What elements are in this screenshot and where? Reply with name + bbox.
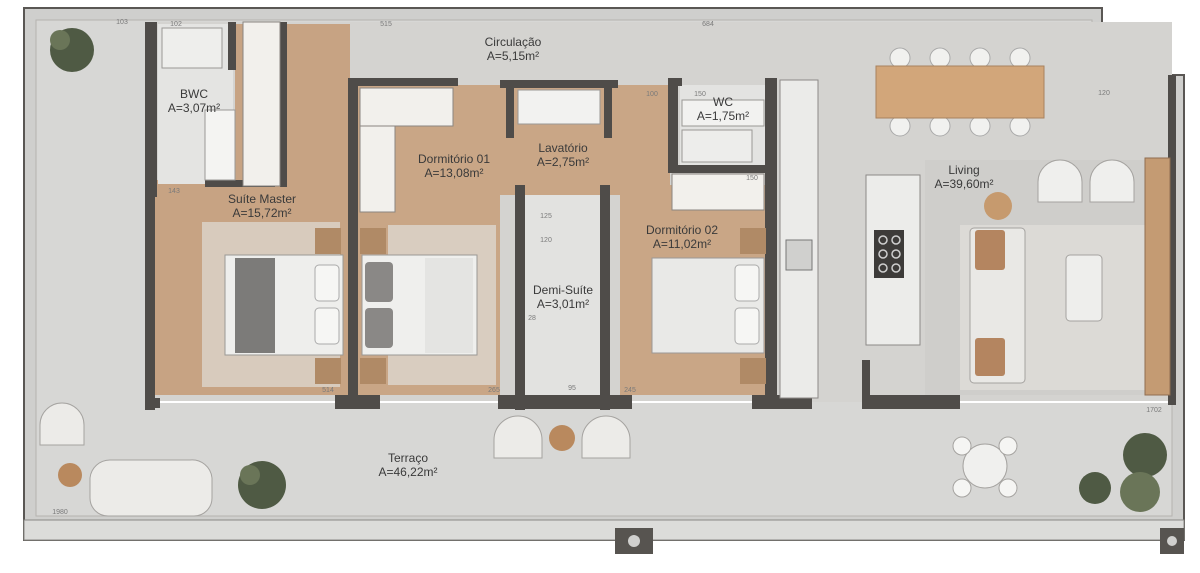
walls	[145, 22, 1176, 410]
room-area-dormitorio-01: A=13,08m²	[424, 166, 483, 180]
bed-dormitorio-01	[361, 254, 478, 356]
dimension-label: 684	[702, 21, 714, 28]
cooktop-burners	[878, 235, 901, 273]
room-labels: BWC A=3,07m² Suíte Master A=15,72m² Circ…	[168, 35, 994, 479]
bwc-shower	[161, 27, 223, 69]
closets	[242, 21, 765, 213]
room-area-demi-suite: A=3,01m²	[537, 297, 589, 311]
wc-shower-niche	[681, 129, 753, 163]
room-name-living: Living	[948, 163, 979, 177]
room-area-terraco: A=46,22m²	[378, 465, 437, 479]
dimension-label: 143	[168, 188, 180, 195]
dimension-label: 100	[646, 91, 658, 98]
dimension-label: 514	[322, 387, 334, 394]
room-area-wc: A=1,75m²	[697, 109, 749, 123]
kitchen-counter	[779, 79, 819, 399]
room-area-dormitorio-02: A=11,02m²	[653, 237, 711, 251]
demi-suite-floor	[522, 195, 604, 395]
dimension-labels: 103 102 515 684 120 150 100 150 143 245 …	[52, 19, 1162, 516]
room-area-circulacao: A=5,15m²	[487, 49, 539, 63]
dimension-label: 120	[1098, 90, 1110, 97]
dimension-label: 120	[540, 237, 552, 244]
room-name-dormitorio-02: Dormitório 02	[646, 223, 718, 237]
terrace-furniture	[39, 402, 1018, 517]
bwc-vanity	[204, 109, 236, 181]
dimension-label: 1702	[1146, 407, 1162, 414]
room-area-bwc: A=3,07m²	[168, 101, 220, 115]
kitchen-sink	[785, 239, 813, 271]
room-name-lavatorio: Lavatório	[538, 141, 588, 155]
room-name-suite-master: Suíte Master	[228, 192, 296, 206]
living-furniture	[969, 157, 1171, 396]
dimension-label: 1980	[52, 509, 68, 516]
dimension-label: 150	[694, 91, 706, 98]
room-area-suite-master: A=15,72m²	[232, 206, 291, 220]
room-name-terraco: Terraço	[388, 451, 428, 465]
dining-set	[875, 47, 1045, 137]
dimension-label: 103	[116, 19, 128, 26]
dimension-label: 245	[624, 387, 636, 394]
room-name-circulacao: Circulação	[485, 35, 542, 49]
plant-icon	[50, 28, 1167, 512]
room-name-wc: WC	[713, 95, 733, 109]
room-area-lavatorio: A=2,75m²	[537, 155, 589, 169]
dimension-label: 28	[528, 315, 536, 322]
dimension-label: 515	[380, 21, 392, 28]
room-name-dormitorio-01: Dormitório 01	[418, 152, 490, 166]
room-area-living: A=39,60m²	[934, 177, 993, 191]
dimension-label: 125	[540, 213, 552, 220]
dimension-label: 265	[488, 387, 500, 394]
ledge-drains	[615, 528, 1184, 554]
dimension-label: 150	[746, 175, 758, 182]
lavatorio-counter	[517, 89, 601, 125]
room-name-demi-suite: Demi-Suíte	[533, 283, 593, 297]
dimension-label: 95	[568, 385, 576, 392]
dimension-label: 102	[170, 21, 182, 28]
room-name-bwc: BWC	[180, 87, 208, 101]
bed-dormitorio-02	[651, 257, 765, 354]
nightstands	[315, 228, 766, 384]
terrace-ledge	[23, 519, 1185, 541]
wc-counter	[681, 99, 765, 127]
bed-suite-master	[224, 254, 344, 356]
